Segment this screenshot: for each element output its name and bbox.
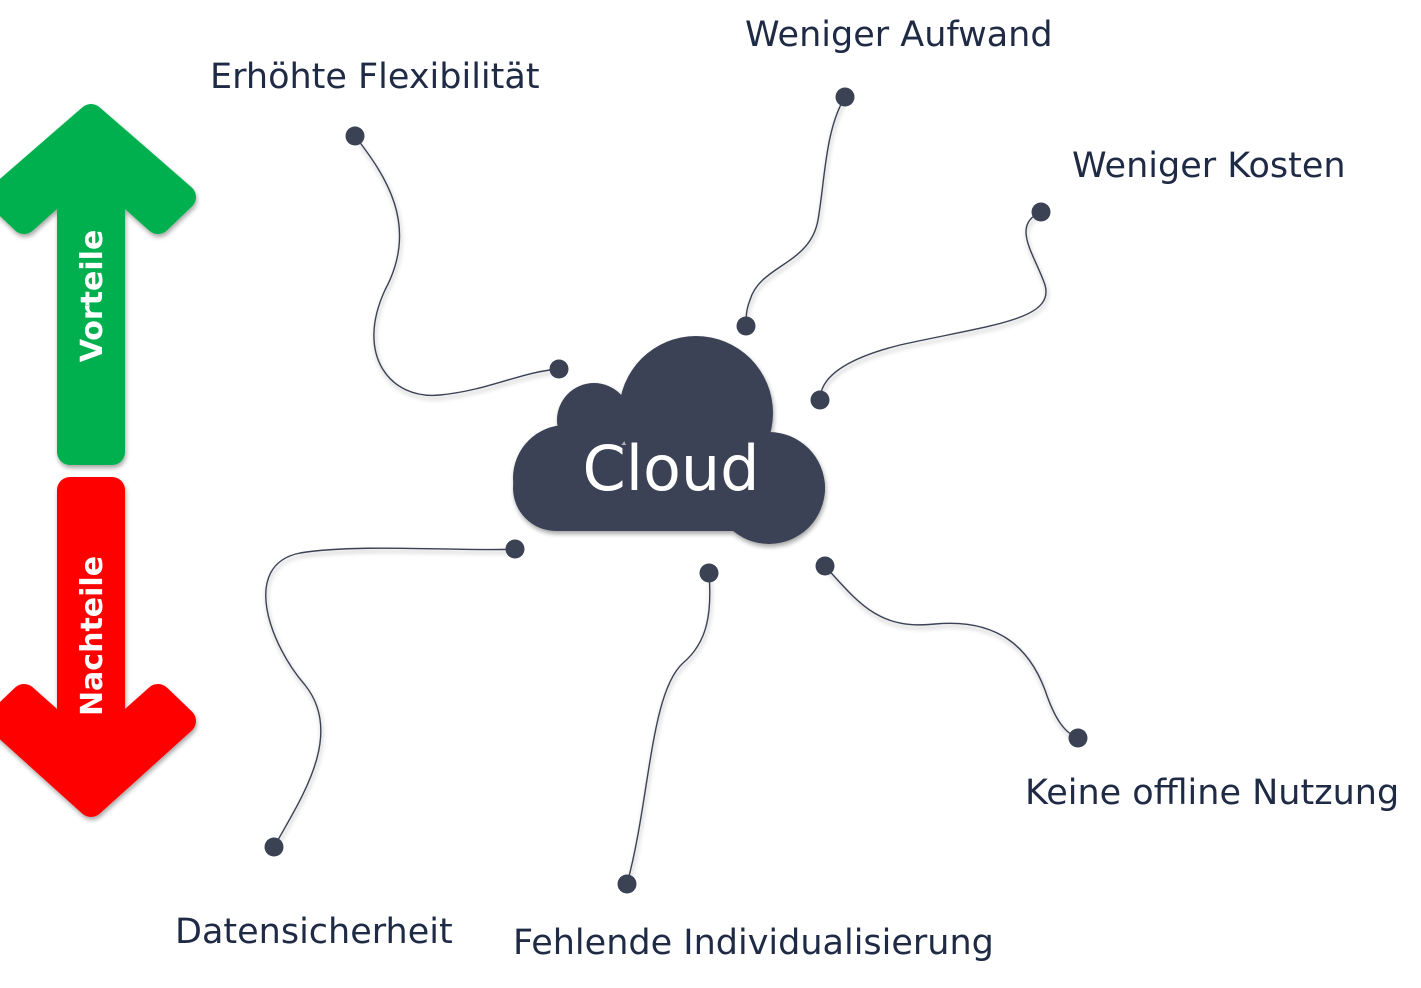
connector-flexibility bbox=[354, 135, 560, 397]
disadvantages-arrow bbox=[0, 477, 196, 817]
disadvantages-arrow-label: Nachteile bbox=[75, 556, 110, 716]
dot-costs-end bbox=[1031, 202, 1051, 222]
dot-customization-start bbox=[699, 563, 719, 583]
disadvantage-label-data-security: Datensicherheit bbox=[175, 912, 453, 952]
advantage-label-costs: Weniger Kosten bbox=[1072, 146, 1346, 186]
connectors bbox=[265, 96, 1079, 885]
dot-customization-end bbox=[617, 874, 637, 894]
dot-offline-end bbox=[1068, 728, 1088, 748]
dot-offline-start bbox=[815, 556, 835, 576]
dot-flexibility-end bbox=[345, 126, 365, 146]
disadvantage-label-offline: Keine offline Nutzung bbox=[1025, 773, 1400, 813]
connector-effort bbox=[745, 96, 846, 327]
dot-data-security-start bbox=[505, 539, 525, 559]
dot-flexibility-start bbox=[549, 359, 569, 379]
advantages-arrow bbox=[0, 104, 196, 465]
connector-dots bbox=[264, 87, 1088, 894]
connector-costs bbox=[819, 211, 1047, 401]
dot-data-security-end bbox=[264, 837, 284, 857]
dot-effort-start bbox=[736, 316, 756, 336]
cloud-label: Cloud bbox=[582, 432, 759, 505]
disadvantage-label-customization: Fehlende Individualisierung bbox=[513, 923, 994, 963]
advantage-label-flexibility: Erhöhte Flexibilität bbox=[210, 57, 540, 97]
advantage-label-effort: Weniger Aufwand bbox=[745, 15, 1053, 55]
dot-effort-end bbox=[835, 87, 855, 107]
connector-offline bbox=[824, 565, 1079, 739]
dot-costs-start bbox=[810, 390, 830, 410]
connector-data-security bbox=[265, 547, 516, 848]
advantages-arrow-label: Vorteile bbox=[75, 230, 110, 363]
connector-customization bbox=[626, 572, 711, 885]
cloud-shape bbox=[513, 336, 825, 544]
